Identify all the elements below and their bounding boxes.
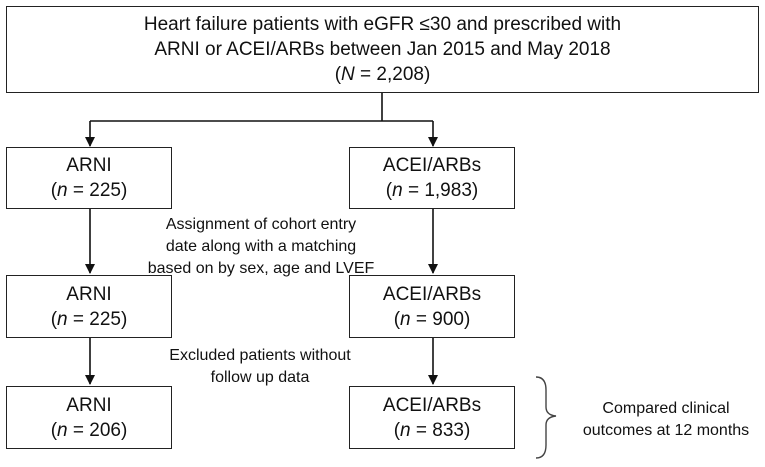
arni-box-1-n-value: = 225) <box>67 180 128 201</box>
outcome-note-line1: Compared clinical <box>602 400 730 417</box>
matching-note-line2: date along with a matching <box>165 238 357 255</box>
outcome-note: Compared clinical outcomes at 12 months <box>572 398 760 442</box>
matching-note-line3: based on by sex, age and LVEF <box>147 260 375 277</box>
top-box-line1: Heart failure patients with eGFR ≤30 and… <box>143 14 622 35</box>
outcome-note-line2: outcomes at 12 months <box>582 422 750 439</box>
arni-box-1-name: ARNI <box>66 155 112 176</box>
exclusion-note-line2: follow up data <box>210 369 310 386</box>
top-box: Heart failure patients with eGFR ≤30 and… <box>6 6 759 93</box>
arni-box-2-n-label: n <box>57 308 68 330</box>
arni-box-3-n-label: n <box>57 419 68 441</box>
arni-box-1-count: (n = 225) <box>50 180 128 201</box>
acei-box-3-n-label: n <box>400 419 411 441</box>
exclusion-note: Excluded patients without follow up data <box>155 345 365 389</box>
acei-box-2: ACEI/ARBs (n = 900) <box>349 275 515 338</box>
exclusion-note-line1: Excluded patients without <box>169 347 351 364</box>
acei-box-3-count: (n = 833) <box>393 419 471 441</box>
arni-box-3-name: ARNI <box>66 394 112 416</box>
top-box-count: (N = 2,208) <box>334 64 431 85</box>
arni-box-2-count: (n = 225) <box>50 308 128 330</box>
acei-box-3-name: ACEI/ARBs <box>382 394 482 416</box>
acei-box-1-n-value: = 1,983) <box>402 180 479 201</box>
outcome-bracket <box>535 376 557 459</box>
acei-box-3: ACEI/ARBs (n = 833) <box>349 386 515 449</box>
arni-box-2-name: ARNI <box>66 283 112 305</box>
top-box-line2: ARNI or ACEI/ARBs between Jan 2015 and M… <box>154 39 611 60</box>
acei-box-2-n-value: = 900) <box>410 308 471 330</box>
acei-box-3-n-value: = 833) <box>410 419 471 441</box>
top-box-n-value: = 2,208) <box>354 64 431 85</box>
arni-box-1: ARNI (n = 225) <box>6 147 172 209</box>
acei-box-1-count: (n = 1,983) <box>385 180 479 201</box>
arni-box-2: ARNI (n = 225) <box>6 275 172 338</box>
matching-note: Assignment of cohort entry date along wi… <box>142 214 380 280</box>
acei-box-2-count: (n = 900) <box>393 308 471 330</box>
arni-box-3-n-value: = 206) <box>67 419 128 441</box>
acei-box-1: ACEI/ARBs (n = 1,983) <box>349 147 515 209</box>
acei-box-1-n-label: n <box>392 180 403 201</box>
acei-box-2-name: ACEI/ARBs <box>382 283 482 305</box>
acei-box-1-name: ACEI/ARBs <box>382 155 482 176</box>
top-box-n-label: N <box>341 64 355 85</box>
arni-box-3-count: (n = 206) <box>50 419 128 441</box>
arni-box-3: ARNI (n = 206) <box>6 386 172 449</box>
arni-box-1-n-label: n <box>57 180 68 201</box>
arni-box-2-n-value: = 225) <box>67 308 128 330</box>
matching-note-line1: Assignment of cohort entry <box>165 216 357 233</box>
acei-box-2-n-label: n <box>400 308 411 330</box>
